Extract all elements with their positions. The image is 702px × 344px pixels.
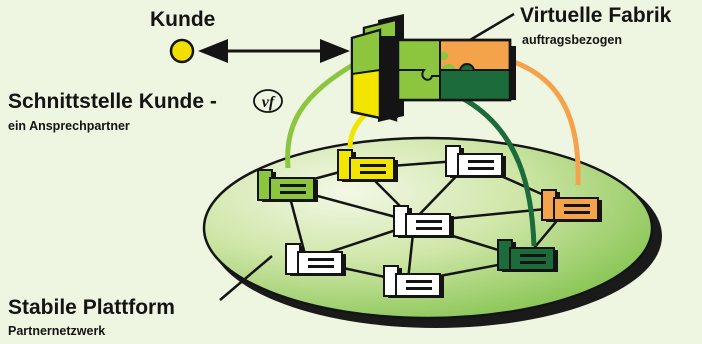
factory-icon xyxy=(497,239,558,272)
factory-icon xyxy=(393,205,454,238)
virtual-factory-title: Virtuelle Fabrik xyxy=(520,4,672,27)
factory-icon xyxy=(383,265,444,298)
puzzle-factory-icon xyxy=(350,14,516,122)
factory-icon xyxy=(257,169,318,202)
virtual-factory-subtitle: auftragsbezogen xyxy=(522,33,623,47)
factory-icon xyxy=(337,149,398,182)
interface-title: Schnittstelle Kunde - xyxy=(8,90,217,113)
factory-icon xyxy=(541,189,602,222)
sun-circle-icon xyxy=(169,38,195,64)
orange-link xyxy=(507,57,581,186)
platform-title: Stabile Plattform xyxy=(8,296,175,319)
light-green-link xyxy=(285,59,360,169)
dark-green-link xyxy=(460,95,537,247)
interface-subtitle: ein Ansprechpartner xyxy=(8,119,130,133)
factory-icon xyxy=(445,145,506,178)
svg-text:vf: vf xyxy=(262,94,276,111)
factory-icon xyxy=(285,243,346,276)
vf-logo: vf xyxy=(253,89,283,113)
leader-line xyxy=(469,12,515,42)
leader-line xyxy=(219,255,273,301)
platform-subtitle: Partnernetzwerk xyxy=(8,324,106,338)
customer-label: Kunde xyxy=(150,8,216,31)
